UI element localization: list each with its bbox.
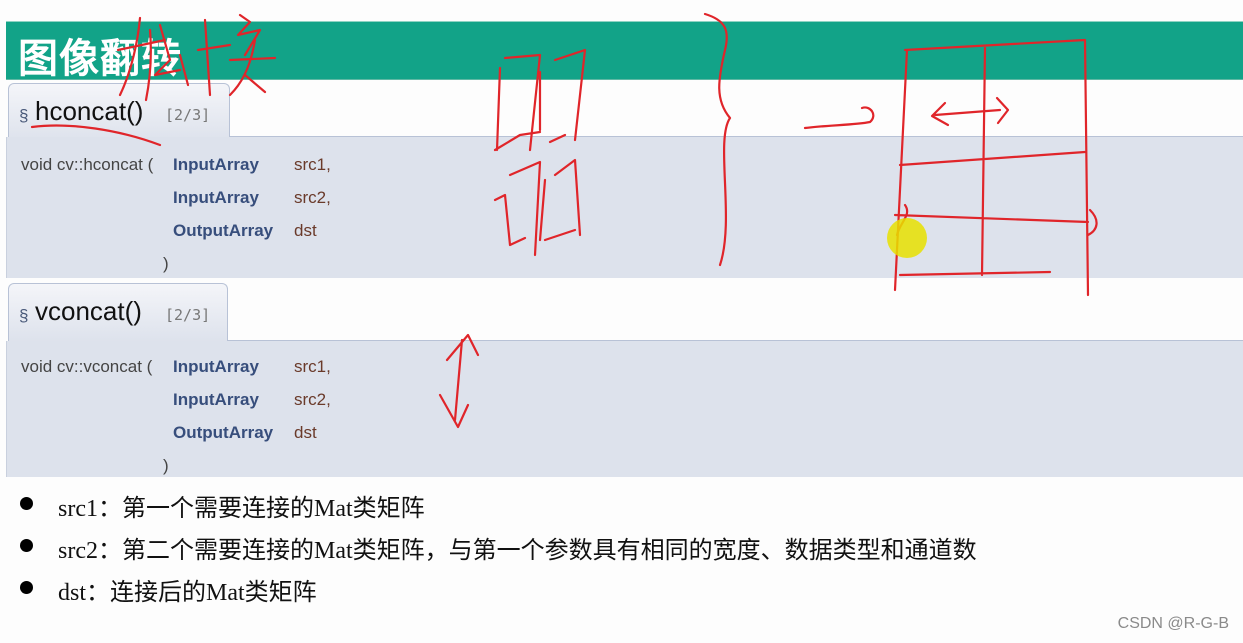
vconcat-tab: § vconcat() [2/3] (8, 283, 228, 342)
param-name: src2, (294, 390, 331, 409)
slide-title: 图像翻转 (18, 36, 182, 82)
bullet-icon (20, 497, 33, 510)
hconcat-signature-panel: void cv::hconcat ( InputArray src1, Inpu… (6, 137, 1243, 278)
watermark: CSDN @R-G-B (1117, 615, 1229, 632)
signature-prefix: void cv::hconcat ( (21, 155, 154, 174)
param-type: InputArray (173, 357, 259, 376)
overload-index: [2/3] (165, 106, 211, 124)
signature-close: ) (163, 254, 169, 273)
slide-title-bar: 图像翻转 (6, 21, 1243, 82)
section-mark-icon: § (19, 306, 29, 325)
vconcat-section: § vconcat() [2/3] void cv::vconcat ( Inp… (6, 280, 1243, 478)
function-name: hconcat() (35, 96, 144, 126)
bullet-icon (20, 581, 33, 594)
param-type: InputArray (173, 155, 259, 174)
param-name: dst (294, 423, 317, 442)
vconcat-signature-panel: void cv::vconcat ( InputArray src1, Inpu… (6, 341, 1243, 477)
section-mark-icon: § (19, 106, 29, 125)
param-name: src2, (294, 188, 331, 207)
overload-index: [2/3] (165, 306, 211, 324)
param-type: InputArray (173, 188, 259, 207)
signature-prefix: void cv::vconcat ( (21, 357, 153, 376)
function-name: vconcat() (35, 296, 142, 326)
tab-baseline (230, 136, 1243, 137)
param-type: OutputArray (173, 423, 274, 442)
param-name: src1, (294, 155, 331, 174)
bullet-icon (20, 539, 33, 552)
hconcat-tab: § hconcat() [2/3] (8, 83, 230, 142)
tab-baseline (228, 340, 1243, 341)
param-type: InputArray (173, 390, 259, 409)
param-name: dst (294, 221, 317, 240)
hconcat-section: § hconcat() [2/3] void cv::hconcat ( Inp… (6, 78, 1243, 278)
param-type: OutputArray (173, 221, 274, 240)
signature-close: ) (163, 456, 169, 475)
param-name: src1, (294, 357, 331, 376)
